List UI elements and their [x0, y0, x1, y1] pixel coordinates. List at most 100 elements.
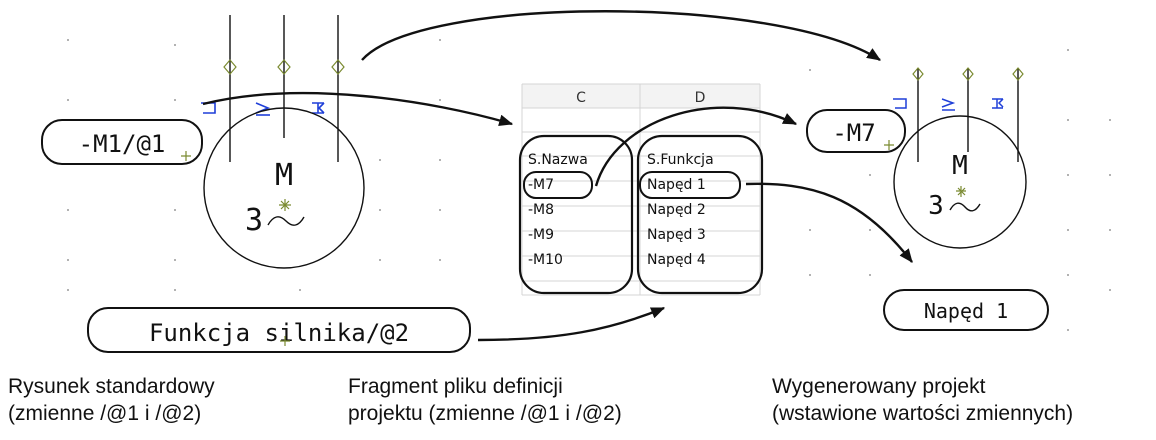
origin-cross-icon [279, 199, 291, 211]
grid-dot [439, 209, 441, 211]
ac-wave-icon [267, 216, 305, 226]
column-c-highlight [518, 134, 634, 295]
grid-dot [174, 44, 176, 46]
table-cell: -M10 [528, 252, 563, 268]
caption-generated-project: Wygenerowany projekt (wstawione wartości… [772, 373, 1073, 427]
connection-point-icon [962, 67, 974, 81]
motor-circle [893, 115, 1027, 249]
insertion-cross-icon [181, 151, 191, 161]
connection-point-icon [912, 67, 924, 81]
arrow-m7-to-project [594, 106, 798, 187]
table-cell: -M7 [528, 177, 554, 193]
grid-dot [1067, 49, 1069, 51]
name-field-value: -M7 [832, 119, 875, 147]
column-header-d: D [695, 90, 706, 106]
caption-line: (wstawione wartości zmiennych) [772, 402, 1074, 425]
grid-dot [67, 259, 69, 261]
connection-point-icon [1012, 67, 1024, 81]
grid-dot [67, 39, 69, 41]
standard-motor-symbol: M 3 -M1/@1 Funkcja silnika/@2 [41, 15, 471, 353]
connection-point-icon [277, 59, 291, 75]
grid-dot [174, 209, 176, 211]
terminal-markers-icon [201, 102, 325, 116]
caption-line: projektu (zmienne /@1 i /@2) [348, 402, 622, 425]
table-cell: Napęd 2 [647, 202, 706, 218]
grid-dot [174, 259, 176, 261]
function-field-value: Napęd 1 [924, 299, 1008, 323]
arrow-name-to-column-c [202, 91, 514, 126]
grid-dot [1067, 274, 1069, 276]
phase-number: 3 [928, 191, 944, 221]
grid-dot [1067, 329, 1069, 331]
ac-wave-icon [949, 202, 981, 212]
grid-dot [439, 259, 441, 261]
arrow-function-to-column-d [477, 306, 666, 342]
origin-cross-icon [956, 186, 966, 197]
motor-letter: M [952, 151, 968, 181]
caption-standard-drawing: Rysunek standardowy (zmienne /@1 i /@2) [8, 373, 215, 427]
grid-dot [67, 209, 69, 211]
column-header-c: C [576, 90, 586, 106]
table-cell: Napęd 4 [647, 252, 706, 268]
grid-dots [67, 39, 1111, 331]
grid-dot [174, 289, 176, 291]
caption-definition-file: Fragment pliku definicji projektu (zmien… [348, 373, 622, 427]
grid-dot [869, 174, 871, 176]
motor-circle [203, 107, 365, 269]
function-field-variable: Funkcja silnika/@2 [149, 319, 409, 347]
mapping-arrows [202, 10, 913, 342]
terminal-markers-icon [893, 98, 1004, 111]
cell-m7-highlight [523, 171, 593, 199]
connection-point-icon [331, 59, 345, 75]
arrow-symbol-to-project [361, 10, 881, 62]
function-field-box [87, 307, 471, 353]
generated-motor-symbol: M 3 -M7 Napęd 1 [806, 67, 1049, 331]
grid-dot [809, 69, 811, 71]
grid-dot [67, 289, 69, 291]
grid-dot [439, 159, 441, 161]
grid-dot [1109, 174, 1111, 176]
grid-dot [439, 39, 441, 41]
grid-dot [1067, 119, 1069, 121]
table-cell: Napęd 3 [647, 227, 706, 243]
caption-line: Wygenerowany projekt [772, 375, 986, 398]
spreadsheet-fragment: C D S.Nazwa S.Funkcja -M7 Napęd 1 -M8 Na… [518, 83, 764, 296]
grid-dot [379, 209, 381, 211]
table-cell: S.Funkcja [647, 152, 714, 168]
grid-dot [379, 259, 381, 261]
grid-dot [439, 99, 441, 101]
arrow-naped1-to-project [745, 182, 913, 263]
table-cell: Napęd 1 [647, 177, 706, 193]
grid-dot [299, 289, 301, 291]
grid-dot [1109, 289, 1111, 291]
insertion-cross-icon [884, 140, 894, 150]
cell-naped1-highlight [639, 171, 741, 199]
name-field-variable: -M1/@1 [79, 130, 166, 158]
phase-number: 3 [245, 203, 263, 238]
name-field-box [806, 109, 906, 153]
grid-dot [379, 159, 381, 161]
insertion-cross-icon [280, 336, 290, 346]
grid-dot [1109, 229, 1111, 231]
connection-point-icon [223, 59, 237, 75]
grid-dot [809, 229, 811, 231]
function-field-box [883, 289, 1049, 331]
grid-dot [67, 99, 69, 101]
caption-line: (zmienne /@1 i /@2) [8, 402, 202, 425]
grid-dot [809, 274, 811, 276]
grid-dot [1067, 229, 1069, 231]
grid-dot [174, 99, 176, 101]
name-field-box [41, 119, 203, 165]
grid-dot [1067, 174, 1069, 176]
caption-line: Fragment pliku definicji [348, 375, 563, 398]
table-cell: -M9 [528, 227, 554, 243]
table-cell: S.Nazwa [528, 152, 588, 168]
caption-line: Rysunek standardowy [8, 375, 215, 398]
column-d-highlight [636, 134, 764, 295]
grid-dot [1109, 119, 1111, 121]
grid-dot [869, 229, 871, 231]
motor-letter: M [275, 158, 293, 193]
grid-dot [869, 274, 871, 276]
